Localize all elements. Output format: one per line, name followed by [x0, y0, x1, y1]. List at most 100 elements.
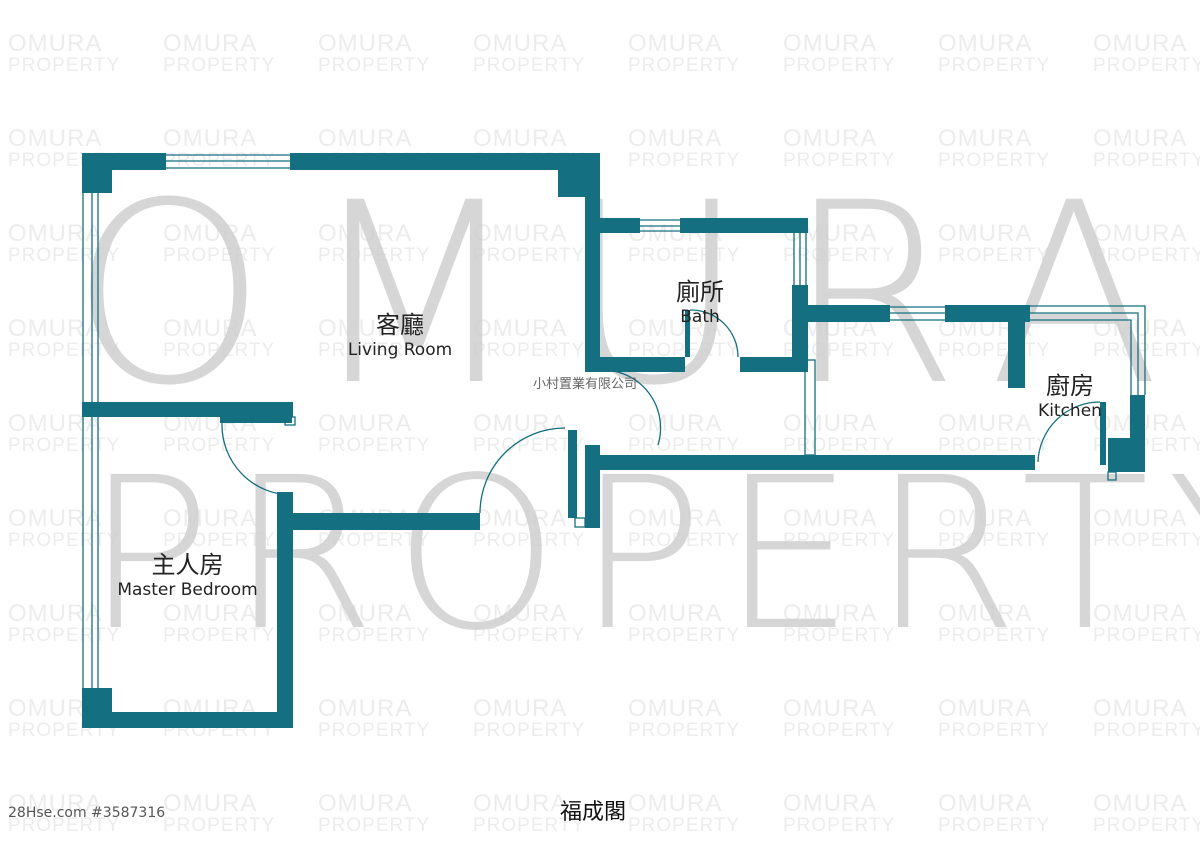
- watermark-tile-line2: PROPERTY: [783, 815, 896, 836]
- watermark-tile-line2: PROPERTY: [473, 435, 586, 456]
- watermark-tile-line2: PROPERTY: [318, 530, 431, 551]
- watermark-tile-line1: OMURA: [938, 790, 1033, 817]
- bath-zh: 廁所: [676, 278, 724, 306]
- watermark-tile-line2: PROPERTY: [1093, 625, 1200, 646]
- watermark-tile-line2: PROPERTY: [783, 720, 896, 741]
- windows-and-doors: [82, 154, 1146, 688]
- watermark-tile-line1: OMURA: [1093, 505, 1188, 532]
- watermark-tile-line1: OMURA: [628, 125, 723, 152]
- watermark-tile-line1: OMURA: [8, 790, 103, 817]
- watermark-tile-line1: OMURA: [1093, 125, 1188, 152]
- watermark-tile-line2: PROPERTY: [628, 55, 741, 76]
- watermark-tile-line1: OMURA: [163, 30, 258, 57]
- watermark-tile-line2: PROPERTY: [163, 340, 276, 361]
- watermark-tile-line2: PROPERTY: [473, 815, 586, 836]
- walls: [82, 153, 1145, 728]
- kitchen-en: Kitchen: [1038, 401, 1102, 421]
- watermark-tile-line2: PROPERTY: [163, 245, 276, 266]
- watermark-tile-line2: PROPERTY: [628, 720, 741, 741]
- watermark-tile-line2: PROPERTY: [318, 245, 431, 266]
- watermark-tile-line1: OMURA: [783, 410, 878, 437]
- room-label-living: 客廳 Living Room: [340, 305, 460, 360]
- watermark-tile-line2: PROPERTY: [628, 340, 741, 361]
- watermark-tile-line1: OMURA: [938, 695, 1033, 722]
- watermark-tile-line2: PROPERTY: [938, 720, 1051, 741]
- watermark-tile-line2: PROPERTY: [8, 55, 121, 76]
- watermark-tile-line2: PROPERTY: [318, 55, 431, 76]
- watermark-tile-line1: OMURA: [938, 600, 1033, 627]
- watermark-tile-line1: OMURA: [628, 695, 723, 722]
- watermark-tile-line2: PROPERTY: [628, 150, 741, 171]
- watermark-tile-line1: OMURA: [318, 695, 413, 722]
- watermark-tile-line1: OMURA: [473, 695, 568, 722]
- watermark-tile-line1: OMURA: [318, 315, 413, 342]
- watermark-tile-line2: PROPERTY: [1093, 245, 1200, 266]
- watermark-tile-line2: PROPERTY: [473, 340, 586, 361]
- watermark-tile-line2: PROPERTY: [163, 530, 276, 551]
- watermark-tile-line1: OMURA: [1093, 600, 1188, 627]
- watermark-tile-line2: PROPERTY: [1093, 340, 1200, 361]
- watermark-tile-line2: PROPERTY: [938, 435, 1051, 456]
- watermark-tile-line1: OMURA: [628, 790, 723, 817]
- watermark-tile-line1: OMURA: [163, 315, 258, 342]
- watermark-tile-line1: OMURA: [1093, 30, 1188, 57]
- watermark-tile-line1: OMURA: [163, 790, 258, 817]
- watermark-tile-line2: PROPERTY: [163, 625, 276, 646]
- watermark-tile-line2: PROPERTY: [318, 720, 431, 741]
- watermark-tile-line2: PROPERTY: [783, 340, 896, 361]
- watermark-tile-line1: OMURA: [783, 790, 878, 817]
- watermark-tile-line1: OMURA: [938, 220, 1033, 247]
- watermark-tile-line1: OMURA: [783, 30, 878, 57]
- watermark-tile-line2: PROPERTY: [783, 625, 896, 646]
- watermark-tile-line1: OMURA: [8, 505, 103, 532]
- living-zh: 客廳: [376, 311, 424, 339]
- watermark-tile-line2: PROPERTY: [628, 245, 741, 266]
- watermark-tile-line1: OMURA: [163, 600, 258, 627]
- watermark-tile-line2: PROPERTY: [628, 625, 741, 646]
- watermark-tile-line2: PROPERTY: [628, 435, 741, 456]
- watermark-tile-line2: PROPERTY: [318, 815, 431, 836]
- watermark-tile-line2: PROPERTY: [938, 530, 1051, 551]
- watermark-tile-line1: OMURA: [473, 125, 568, 152]
- watermark-tile-line1: OMURA: [1093, 220, 1188, 247]
- watermark-tile-line1: OMURA: [473, 790, 568, 817]
- watermark-tile-line2: PROPERTY: [8, 815, 121, 836]
- living-en: Living Room: [347, 340, 453, 360]
- watermark-tile-line1: OMURA: [938, 125, 1033, 152]
- watermark-tile-line2: PROPERTY: [473, 530, 586, 551]
- watermark-tile-line1: OMURA: [318, 600, 413, 627]
- room-label-bath: 廁所 Bath: [650, 272, 750, 327]
- watermark-tile-line2: PROPERTY: [473, 55, 586, 76]
- watermark-tile-line2: PROPERTY: [318, 625, 431, 646]
